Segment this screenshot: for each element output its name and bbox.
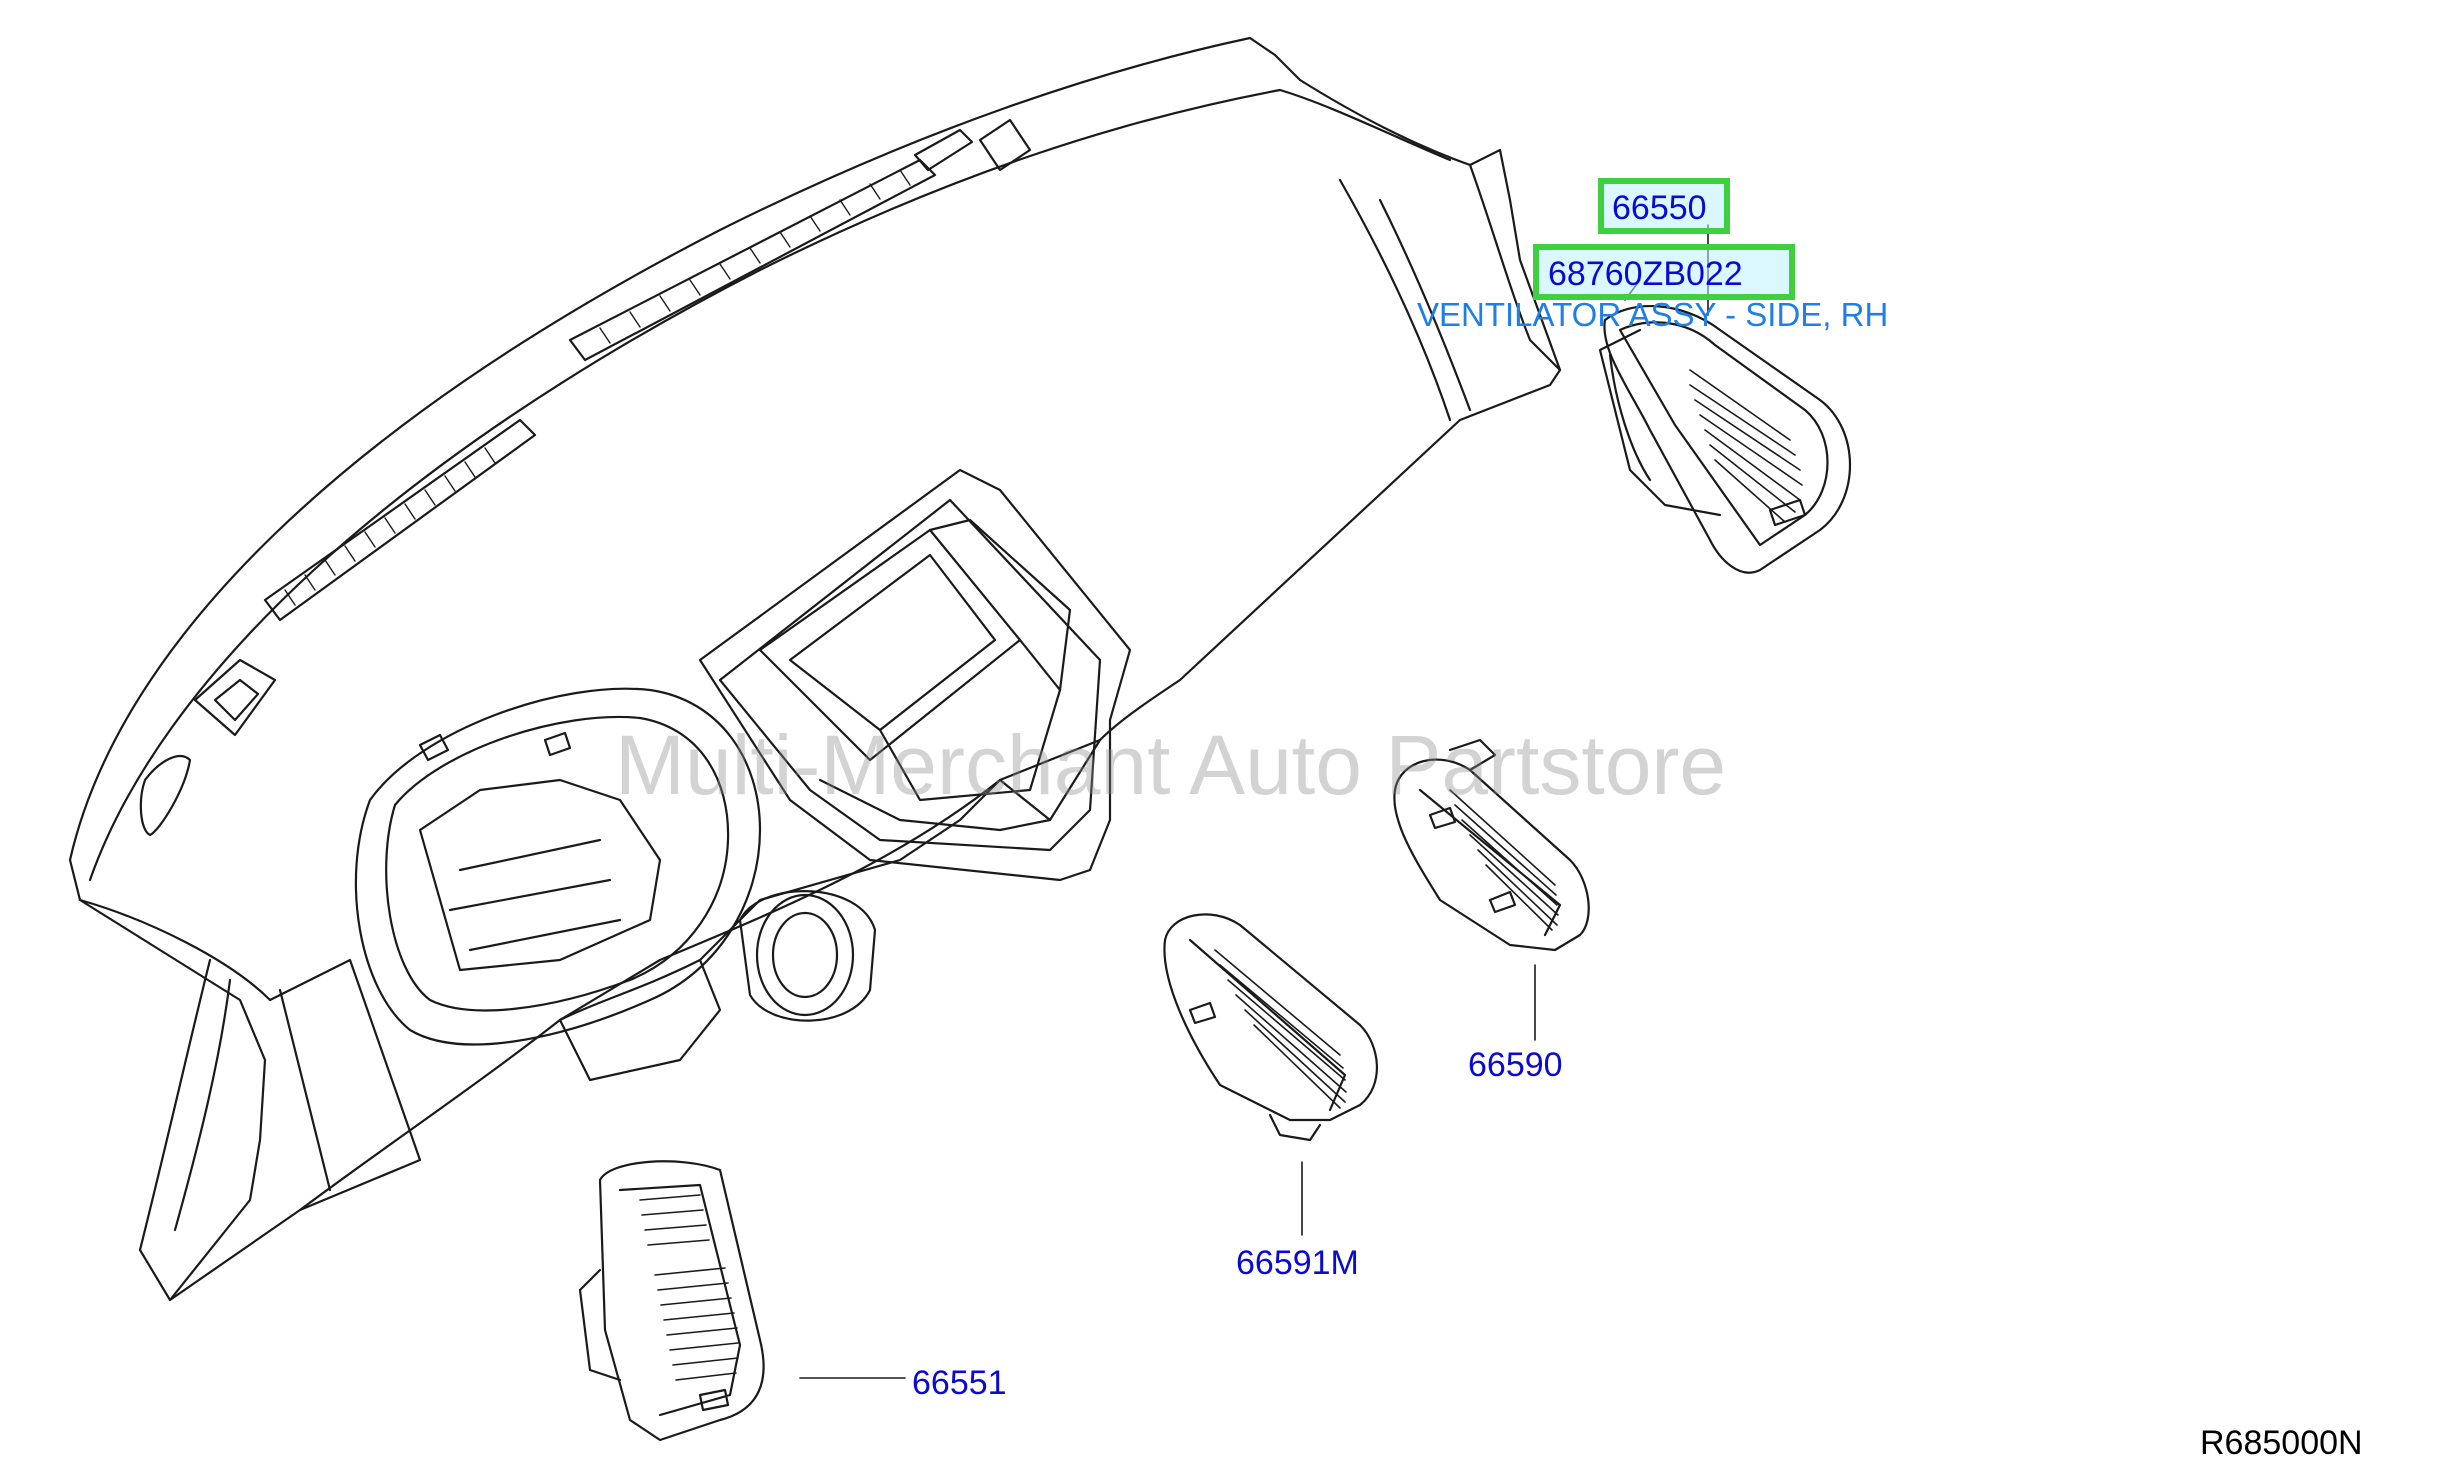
ventilator-center-lower-drawing bbox=[1163, 913, 1379, 1142]
cluster-hood bbox=[354, 687, 762, 1046]
part-label-66590[interactable]: 66590 bbox=[1468, 1046, 1563, 1084]
highlight-box-68760zb022 bbox=[1533, 244, 1795, 300]
part-label-68760zb022[interactable]: 68760ZB022 bbox=[1548, 255, 1743, 293]
highlight-box-66550 bbox=[1598, 178, 1730, 234]
instrument-panel bbox=[68, 36, 1562, 1302]
part-label-66591m[interactable]: 66591M bbox=[1236, 1244, 1359, 1282]
defroster-vents bbox=[139, 118, 1032, 837]
watermark: Multi-Merchant Auto Partstore bbox=[615, 718, 1727, 812]
ventilator-center-drawing bbox=[1393, 738, 1590, 952]
ventilator-side-rh-drawing bbox=[1598, 305, 1852, 574]
part-description-ventilator-side-rh: VENTILATOR ASSY - SIDE, RH bbox=[1417, 296, 1889, 333]
center-stack bbox=[698, 468, 1132, 1022]
part-label-66551[interactable]: 66551 bbox=[912, 1364, 1007, 1402]
ventilator-side-lh-drawing bbox=[578, 1160, 765, 1442]
part-label-66550[interactable]: 66550 bbox=[1612, 189, 1707, 227]
diagram-code: R685000N bbox=[2200, 1424, 2363, 1462]
